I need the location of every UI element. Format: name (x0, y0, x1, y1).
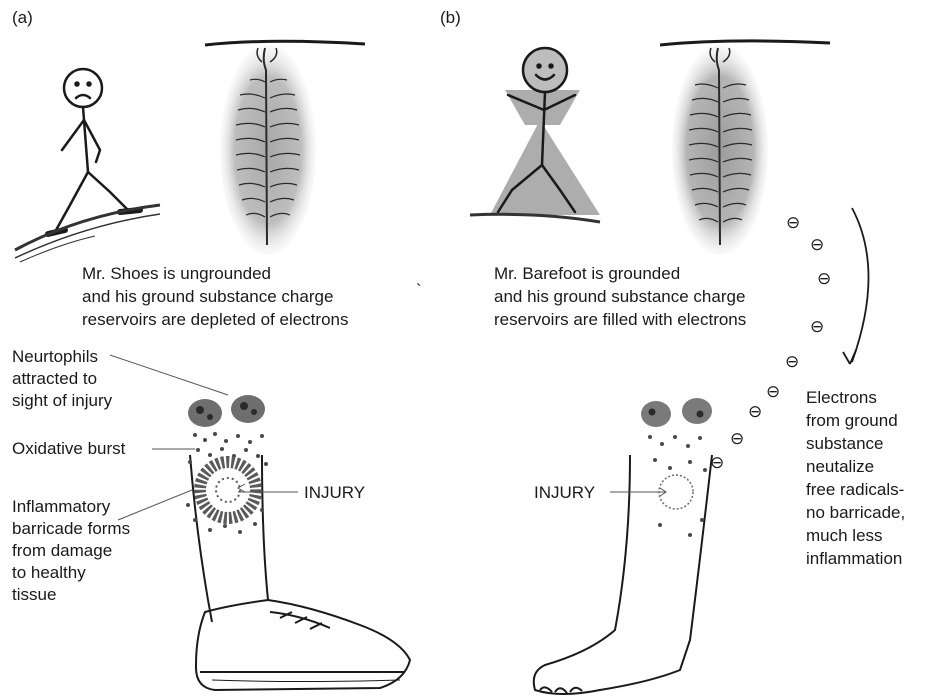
label-oxidative-burst: Oxidative burst (12, 438, 125, 460)
label-neutrophils-line-3: sight of injury (12, 390, 112, 412)
electron-7: ⊖ (748, 401, 762, 423)
stray-mark: ` (416, 280, 422, 302)
caption-a-line-3: reservoirs are depleted of electrons (82, 308, 348, 331)
mr-barefoot-figure (490, 48, 600, 215)
ground-surface-b (470, 214, 600, 222)
electron-9: ⊖ (710, 452, 724, 474)
label-electrons-line-8: inflammation (806, 547, 905, 570)
caption-b: Mr. Barefoot is grounded and his ground … (494, 262, 746, 331)
caption-b-line-3: reservoirs are filled with electrons (494, 308, 746, 331)
label-electrons-line-6: no barricade, (806, 501, 905, 524)
caption-a: Mr. Shoes is ungrounded and his ground s… (82, 262, 348, 331)
label-barricade-line-1: Inflammatory (12, 496, 130, 518)
label-neutrophils-line-1: Neurtophils (12, 346, 112, 368)
label-neutrophils: Neurtophils attracted to sight of injury (12, 346, 112, 412)
caption-a-line-2: and his ground substance charge (82, 285, 348, 308)
inflammatory-barricade (200, 462, 256, 518)
leg-with-shoe (190, 455, 410, 690)
label-barricade-line-4: to healthy (12, 562, 130, 584)
electron-6: ⊖ (766, 381, 780, 403)
reservoir-a (205, 41, 365, 255)
label-electrons-line-7: much less (806, 524, 905, 547)
label-barricade-line-3: from damage (12, 540, 130, 562)
label-electrons-line-4: neutalize (806, 455, 905, 478)
label-pointer-b (610, 488, 666, 496)
label-injury-b: INJURY (534, 482, 595, 504)
label-electrons-line-3: substance (806, 432, 905, 455)
ground-surface-a (15, 205, 160, 262)
label-neutrophils-line-2: attracted to (12, 368, 112, 390)
electron-2: ⊖ (810, 234, 824, 256)
electron-flow-arrow (843, 208, 869, 364)
label-electrons: Electrons from ground substance neutaliz… (806, 386, 905, 570)
caption-b-line-2: and his ground substance charge (494, 285, 746, 308)
label-electrons-line-5: free radicals- (806, 478, 905, 501)
neutrophil-cells-b (641, 398, 712, 427)
electron-1: ⊖ (786, 212, 800, 234)
electron-3: ⊖ (817, 268, 831, 290)
free-radical-dots-b (648, 435, 707, 537)
caption-b-line-1: Mr. Barefoot is grounded (494, 262, 746, 285)
reservoir-b (660, 41, 830, 255)
label-electrons-line-1: Electrons (806, 386, 905, 409)
oxidative-burst-dots-a (186, 432, 268, 534)
electron-8: ⊖ (730, 428, 744, 450)
label-injury-a: INJURY (304, 482, 365, 504)
label-barricade-line-2: barricade forms (12, 518, 130, 540)
label-barricade: Inflammatory barricade forms from damage… (12, 496, 130, 606)
neutrophil-cells-a (188, 395, 265, 427)
electron-5: ⊖ (785, 351, 799, 373)
label-barricade-line-5: tissue (12, 584, 130, 606)
electron-4: ⊖ (810, 316, 824, 338)
label-electrons-line-2: from ground (806, 409, 905, 432)
caption-a-line-1: Mr. Shoes is ungrounded (82, 262, 348, 285)
